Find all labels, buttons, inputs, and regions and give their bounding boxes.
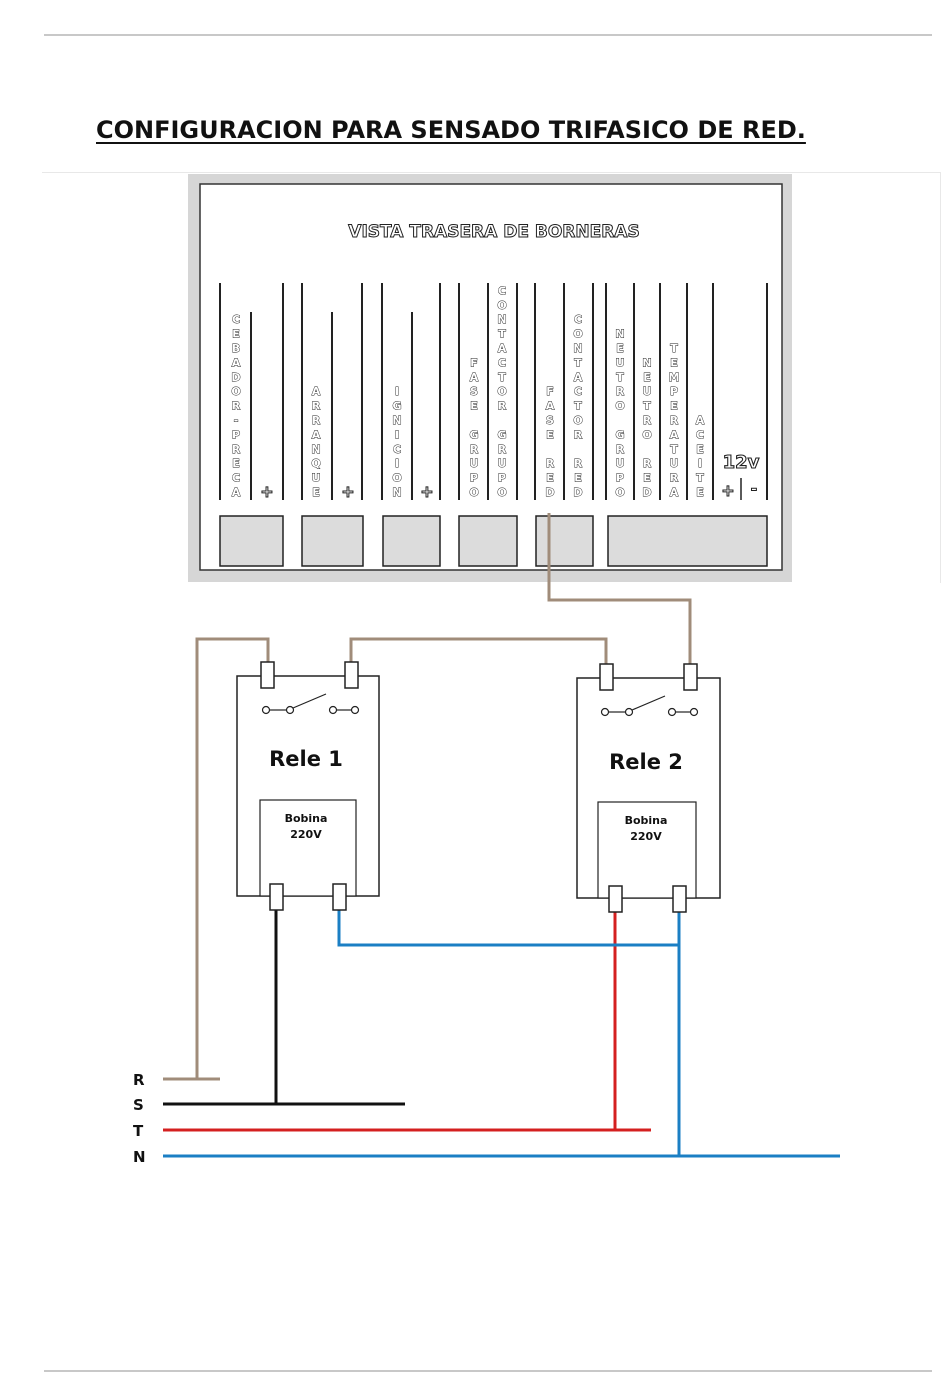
- line-label-t: T: [133, 1122, 144, 1140]
- relay-2-terminal-top-left: [600, 664, 613, 690]
- wire-n-to-rele1: [339, 908, 679, 945]
- terminal-block-5: [536, 516, 593, 566]
- supply-minus-sign: -: [751, 479, 758, 498]
- line-label-r: R: [133, 1071, 145, 1089]
- relay-2-terminal-top-right: [684, 664, 697, 690]
- terminal-block-6: [608, 516, 767, 566]
- relay-2-terminal-bottom-right: [673, 886, 686, 912]
- terminal-panel: VISTA TRASERA DE BORNERAS C: [188, 174, 792, 582]
- relay-2-coil-name: Bobina: [625, 814, 668, 827]
- relay-1: Rele 1 Bobina 220V: [237, 662, 379, 910]
- panel-heading: VISTA TRASERA DE BORNERAS: [348, 222, 639, 242]
- relay-1-coil-name: Bobina: [285, 812, 328, 825]
- supply-12v-label: 12v: [723, 452, 760, 473]
- relay-1-terminal-bottom-left: [270, 884, 283, 910]
- relay-2: Rele 2 Bobina 220V: [577, 664, 720, 912]
- terminal-block-1: [220, 516, 283, 566]
- plus-sign-cebador: +: [260, 482, 273, 501]
- terminal-block-2: [302, 516, 363, 566]
- wire-rele1-to-rele2: [351, 639, 606, 665]
- relay-1-terminal-bottom-right: [333, 884, 346, 910]
- supply-lines: [163, 1079, 840, 1156]
- supply-plus-sign: +: [721, 481, 734, 500]
- plus-sign-arranque: +: [341, 482, 354, 501]
- relay-1-title: Rele 1: [269, 747, 343, 771]
- bottom-rule: [44, 1370, 932, 1372]
- terminal-blocks: [220, 516, 767, 566]
- relay-1-terminal-top-right: [345, 662, 358, 688]
- terminal-block-4: [459, 516, 517, 566]
- terminal-block-3: [383, 516, 440, 566]
- relay-2-title: Rele 2: [609, 750, 683, 774]
- relay-1-terminal-top-left: [261, 662, 274, 688]
- relay-2-terminal-bottom-left: [609, 886, 622, 912]
- relay-1-coil-voltage: 220V: [290, 828, 322, 841]
- relay-2-coil-voltage: 220V: [630, 830, 662, 843]
- line-label-n: N: [133, 1148, 146, 1166]
- plus-sign-ignicion: +: [420, 482, 433, 501]
- line-label-s: S: [133, 1096, 144, 1114]
